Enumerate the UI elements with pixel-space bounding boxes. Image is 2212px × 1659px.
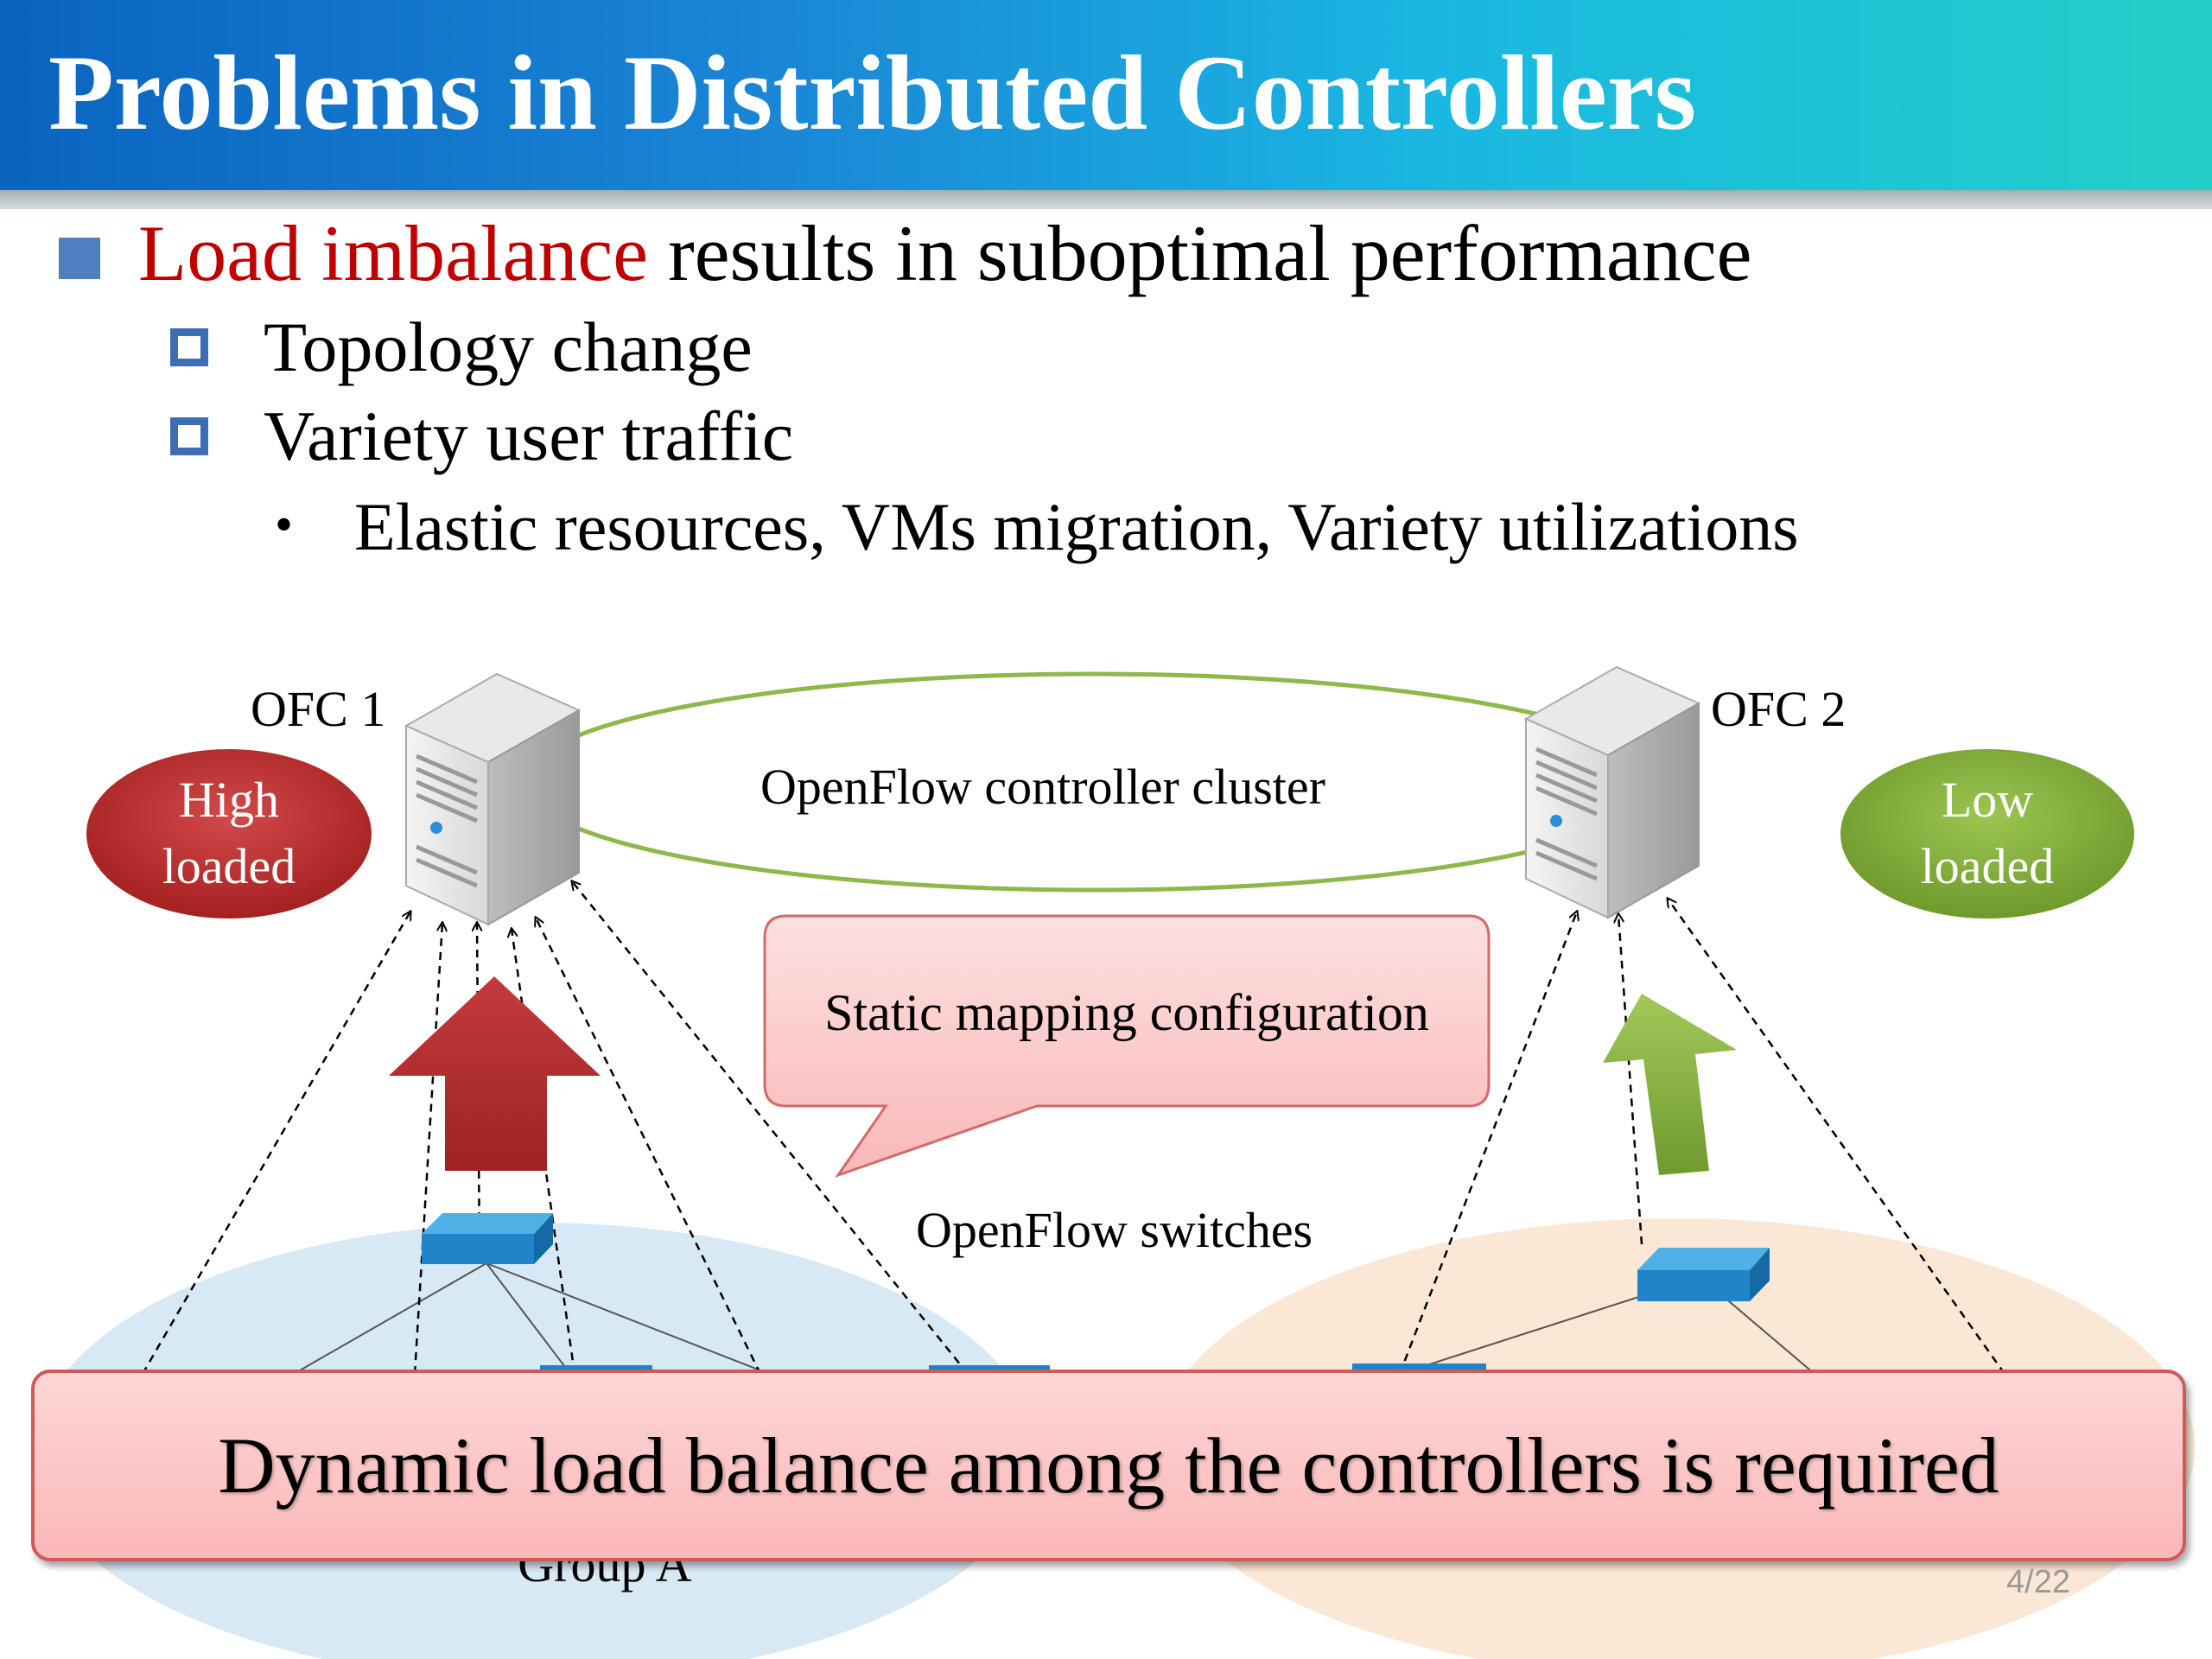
page-number: 4/22 bbox=[2006, 1564, 2070, 1600]
high-load-line1: High bbox=[179, 772, 279, 828]
cluster-label: OpenFlow controller cluster bbox=[760, 759, 1325, 815]
square-bullet-icon bbox=[59, 238, 100, 279]
bullet-rest-text: results in suboptimal performance bbox=[648, 209, 1752, 297]
switches-label: OpenFlow switches bbox=[916, 1202, 1313, 1258]
callout-text: Static mapping configuration bbox=[824, 984, 1429, 1041]
hollow-square-bullet-icon bbox=[170, 328, 208, 366]
sub-item-traffic: Variety user traffic bbox=[264, 397, 794, 475]
bullet-text: Load imbalance results in suboptimal per… bbox=[138, 207, 1752, 299]
high-load-badge bbox=[86, 749, 372, 918]
high-load-line2: loaded bbox=[162, 838, 296, 894]
low-load-arrow bbox=[1603, 994, 1737, 1175]
low-load-badge bbox=[1840, 749, 2134, 918]
switch-icon bbox=[422, 1213, 553, 1264]
sub-sub-item: Elastic resources, VMs migration, Variet… bbox=[354, 489, 1799, 564]
title-bar-divider bbox=[0, 190, 2212, 209]
switch-icon bbox=[1637, 1248, 1770, 1301]
sub-item-topology: Topology change bbox=[264, 308, 753, 386]
slide-title: Problems in Distributed Controllers bbox=[48, 34, 1697, 152]
low-load-line1: Low bbox=[1942, 772, 2033, 828]
ofc1-label: OFC 1 bbox=[251, 681, 385, 737]
hollow-square-bullet-icon bbox=[170, 417, 208, 455]
server-icon bbox=[1523, 665, 1701, 919]
conclusion-banner: Dynamic load balance among the controlle… bbox=[31, 1370, 2186, 1561]
high-load-arrow bbox=[389, 976, 601, 1171]
dot-bullet-icon: • bbox=[275, 496, 294, 553]
ofc2-label: OFC 2 bbox=[1711, 681, 1846, 737]
title-bar bbox=[0, 0, 2212, 190]
right-dashed-links bbox=[1398, 899, 2006, 1375]
highlight-text: Load imbalance bbox=[138, 209, 649, 297]
static-mapping-callout bbox=[763, 914, 1491, 1178]
server-icon bbox=[404, 672, 582, 926]
low-load-line2: loaded bbox=[1921, 838, 2055, 894]
banner-text: Dynamic load balance among the controlle… bbox=[218, 1421, 1999, 1510]
